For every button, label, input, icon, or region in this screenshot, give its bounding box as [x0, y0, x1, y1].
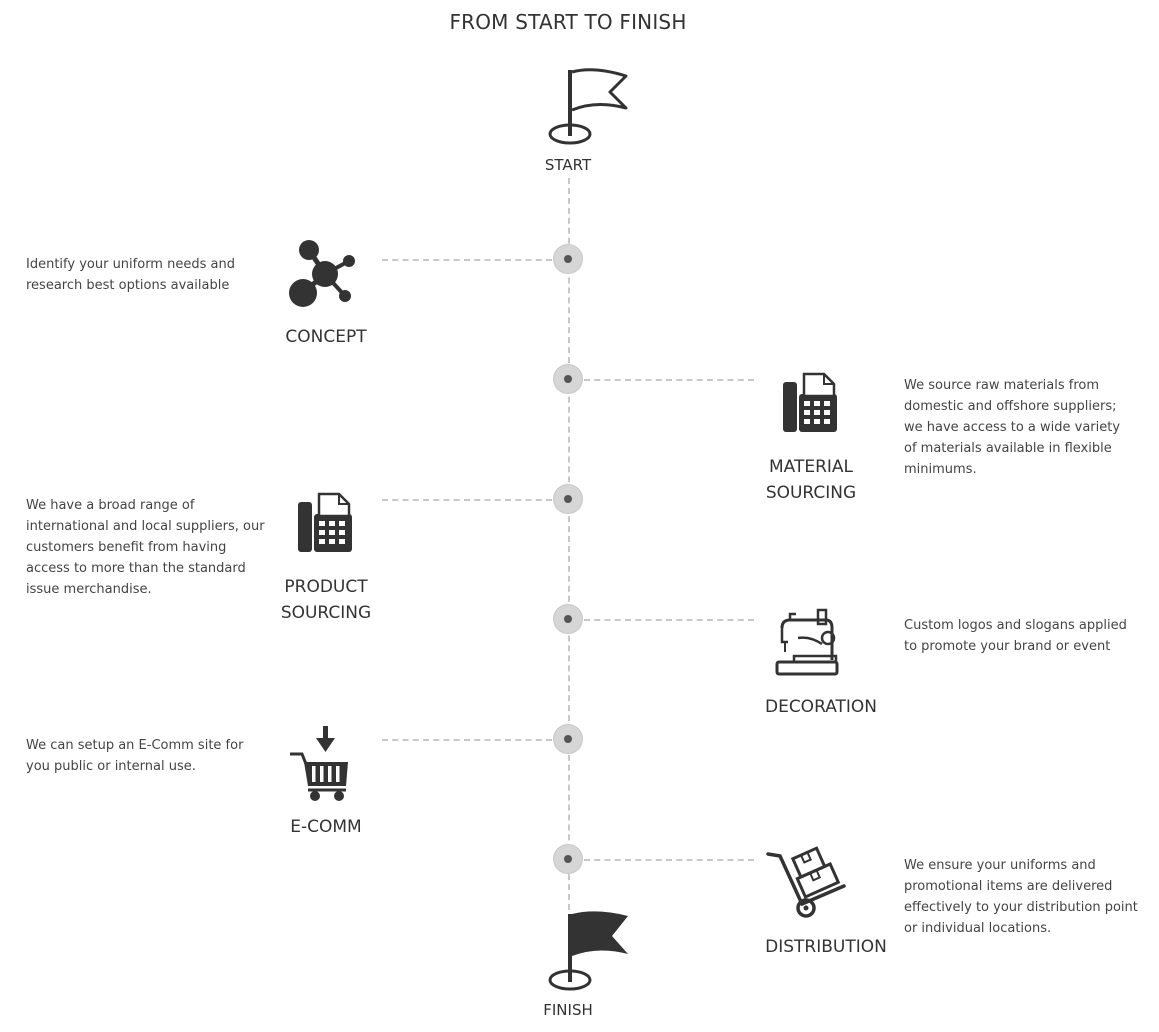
- connector-line: [382, 739, 552, 741]
- finish-label: FINISH: [543, 1001, 593, 1019]
- timeline-node: [553, 364, 583, 394]
- step-description-material-sourcing: We source raw materials from domestic an…: [904, 378, 1121, 477]
- connector-line: [584, 859, 754, 861]
- step-label-product-sourcing: PRODUCT SOURCING: [280, 577, 372, 623]
- flag-filled-icon: [548, 911, 628, 991]
- connector-line: [584, 619, 754, 621]
- timeline-node: [553, 604, 583, 634]
- timeline-node: [553, 844, 583, 874]
- timeline-node: [553, 724, 583, 754]
- page-title: FROM START TO FINISH: [449, 10, 687, 34]
- timeline-node: [553, 244, 583, 274]
- timeline-line: [568, 178, 570, 910]
- connector-line: [382, 499, 552, 501]
- step-label-distribution: DISTRIBUTION: [765, 937, 887, 957]
- step-description-distribution: We ensure your uniforms and promotional …: [904, 858, 1138, 936]
- step-label-e-comm: E-COMM: [290, 817, 362, 837]
- shopping-cart-icon: [290, 726, 348, 801]
- sewing-machine-icon: [775, 608, 839, 676]
- connector-line: [584, 379, 754, 381]
- hand-truck-icon: [766, 846, 846, 918]
- step-label-concept: CONCEPT: [285, 327, 367, 347]
- step-description-concept: Identify your uniform needs and research…: [26, 257, 235, 293]
- timeline-node: [553, 484, 583, 514]
- step-description-decoration: Custom logos and slogans applied to prom…: [904, 618, 1127, 654]
- flag-outline-icon: [548, 68, 628, 145]
- molecule-icon: [289, 240, 355, 307]
- start-label: START: [544, 156, 592, 174]
- connector-line: [382, 259, 552, 261]
- step-description-e-comm: We can setup an E-Comm site for you publ…: [26, 738, 244, 774]
- fax-machine-icon: [783, 372, 837, 432]
- step-label-decoration: DECORATION: [764, 697, 877, 717]
- step-description-product-sourcing: We have a broad range of international a…: [26, 498, 265, 597]
- fax-machine-icon: [298, 492, 352, 552]
- step-label-material-sourcing: MATERIAL SOURCING: [765, 457, 857, 503]
